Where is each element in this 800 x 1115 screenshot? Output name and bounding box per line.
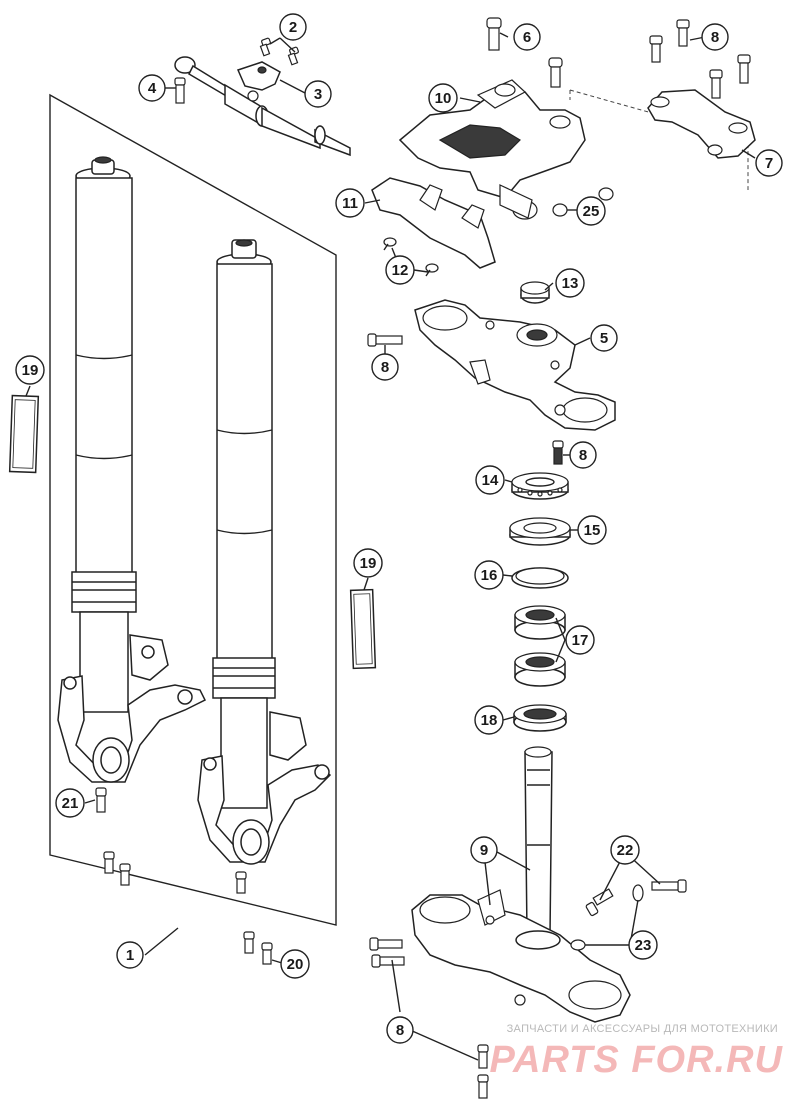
- fork-assembly-frame: [49, 93, 337, 926]
- dust-cover-15: [509, 517, 571, 546]
- callout-9: 9: [470, 836, 498, 864]
- callout-15: 15: [577, 515, 607, 545]
- callout-7: 7: [755, 149, 783, 177]
- svg-text:3: 3: [314, 86, 322, 103]
- svg-text:13: 13: [562, 275, 579, 292]
- callout-2: 2: [279, 13, 307, 41]
- svg-text:20: 20: [287, 956, 304, 973]
- callout-1: 1: [116, 941, 144, 969]
- bolts-8-top: [649, 19, 751, 99]
- callouts: 1 2 3 4 5 6 7 8 8 8 8 9 10 11 12 13 14 1…: [15, 13, 783, 1044]
- bolt-20: [243, 931, 283, 965]
- steering-damper: [174, 56, 351, 157]
- svg-text:2: 2: [289, 19, 297, 36]
- bolt-4: [174, 77, 186, 104]
- screws-12: [383, 237, 439, 277]
- callout-21: 21: [55, 788, 85, 818]
- bearing-17-upper: [514, 605, 566, 640]
- svg-text:8: 8: [711, 29, 719, 46]
- sticker-19-left: [8, 394, 40, 474]
- bearing-14: [511, 472, 569, 500]
- handlebar-clamp-10: [398, 79, 586, 220]
- callout-6: 6: [513, 23, 541, 51]
- callout-13: 13: [555, 268, 585, 298]
- callout-17: 17: [565, 625, 595, 655]
- callout-8-mid: 8: [371, 353, 399, 381]
- svg-text:8: 8: [579, 447, 587, 464]
- callout-8-top: 8: [701, 23, 729, 51]
- upper-triple-clamp-5: [414, 299, 616, 431]
- callout-14: 14: [475, 465, 505, 495]
- svg-text:23: 23: [635, 937, 652, 954]
- callout-25: 25: [576, 196, 606, 226]
- sticker-19-right: [349, 588, 377, 670]
- handlebar-clamp-7: [569, 89, 756, 190]
- rubber-plugs-25: [552, 187, 614, 217]
- bolt-8-vertical: [552, 440, 564, 465]
- bolt-6: [486, 17, 563, 88]
- svg-text:7: 7: [765, 155, 773, 172]
- bolt-right-lower: [235, 871, 247, 894]
- svg-text:11: 11: [342, 195, 358, 212]
- callout-20: 20: [280, 949, 310, 979]
- svg-text:19: 19: [360, 555, 377, 572]
- svg-text:6: 6: [523, 29, 531, 46]
- o-ring-16: [511, 567, 569, 589]
- seal-18: [513, 704, 567, 732]
- bolt-pair-upper: [103, 851, 131, 886]
- callout-11: 11: [335, 188, 365, 218]
- svg-text:15: 15: [584, 522, 601, 539]
- screw-2: [259, 37, 299, 66]
- svg-text:8: 8: [381, 359, 389, 376]
- callout-5: 5: [590, 324, 618, 352]
- callout-22: 22: [610, 835, 640, 865]
- bearing-17-lower: [514, 652, 566, 687]
- lower-triple-clamp-9: [411, 746, 631, 1023]
- callout-12: 12: [385, 255, 415, 285]
- svg-text:9: 9: [480, 842, 488, 859]
- svg-text:21: 21: [62, 795, 79, 812]
- svg-text:4: 4: [148, 80, 157, 97]
- callout-19-left: 19: [15, 355, 45, 385]
- svg-text:17: 17: [572, 632, 589, 649]
- svg-text:1: 1: [126, 947, 134, 964]
- svg-text:10: 10: [435, 90, 452, 107]
- nut-13: [520, 281, 550, 304]
- watermark-tagline: ЗАПЧАСТИ И АКСЕССУАРЫ ДЛЯ МОТОТЕХНИКИ: [507, 1023, 778, 1035]
- bolt-8-horizontal: [367, 333, 403, 347]
- callout-8-side: 8: [569, 441, 597, 469]
- callout-3: 3: [304, 80, 332, 108]
- callout-10: 10: [428, 83, 458, 113]
- svg-text:19: 19: [22, 362, 39, 379]
- watermark: ЗАПЧАСТИ И АКСЕССУАРЫ ДЛЯ МОТОТЕХНИКИ PA…: [490, 1023, 784, 1081]
- bracket-11: [371, 177, 496, 269]
- callout-8-bottom: 8: [386, 1016, 414, 1044]
- callout-23: 23: [628, 930, 658, 960]
- callout-16: 16: [474, 560, 504, 590]
- svg-text:12: 12: [392, 262, 409, 279]
- svg-text:25: 25: [583, 203, 600, 220]
- bolt-21: [84, 787, 107, 813]
- bolts-22: [585, 879, 687, 917]
- svg-text:22: 22: [617, 842, 634, 859]
- callout-4: 4: [138, 74, 166, 102]
- svg-text:14: 14: [482, 472, 499, 489]
- right-fork-leg: [197, 239, 332, 865]
- left-fork-leg: [57, 156, 207, 783]
- svg-text:5: 5: [600, 330, 608, 347]
- watermark-brand: PARTS FOR.RU: [490, 1039, 784, 1081]
- svg-text:8: 8: [396, 1022, 404, 1039]
- svg-text:18: 18: [481, 712, 498, 729]
- svg-text:16: 16: [481, 567, 498, 584]
- callout-18: 18: [474, 705, 504, 735]
- callout-19-right: 19: [353, 548, 383, 578]
